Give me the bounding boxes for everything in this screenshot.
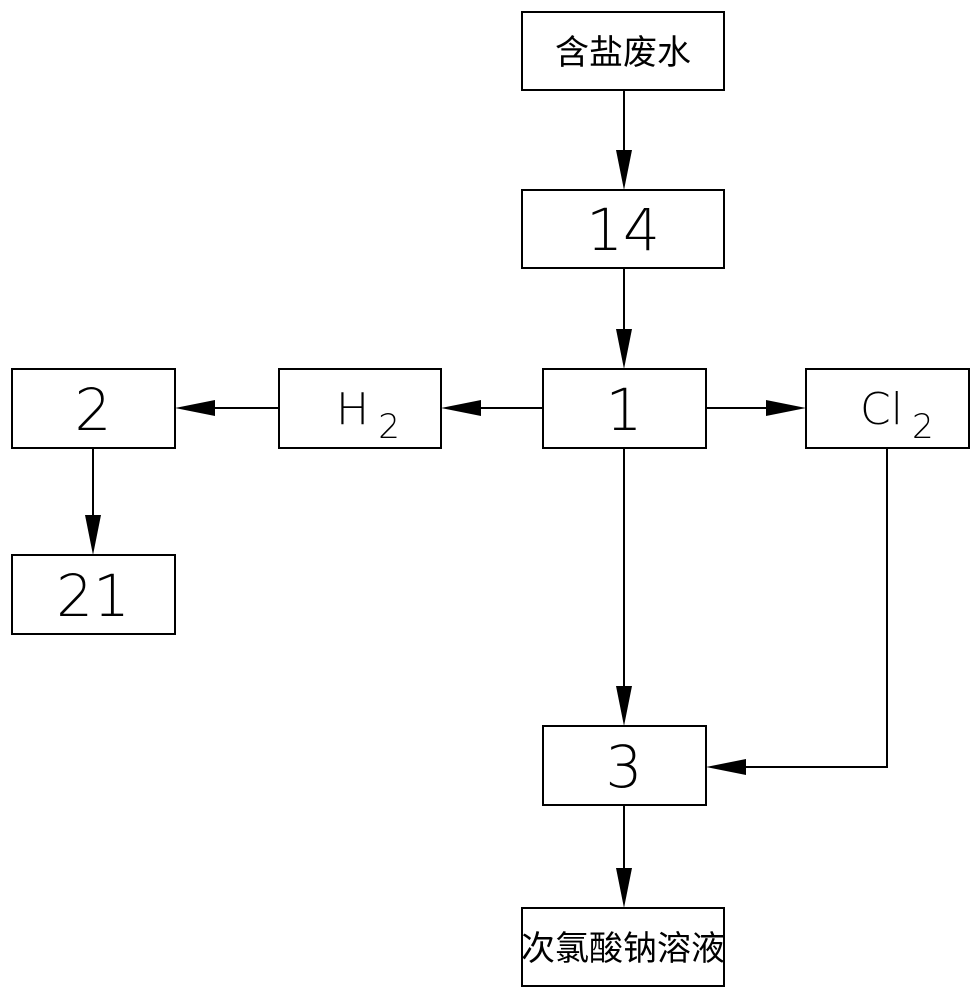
edge-2-to-21 (85, 448, 101, 555)
node-14-box (521, 189, 725, 269)
node-hypochlorite-label: 次氯酸钠溶液 (521, 929, 725, 969)
edge-cl2-to-3-line (746, 448, 888, 768)
arrow-left-icon (441, 400, 481, 416)
node-2: 2 (11, 368, 176, 449)
edge-1-to-h2 (441, 400, 543, 416)
node-h2-label: H 2 (336, 384, 400, 447)
edge-h2-to-2 (175, 400, 279, 416)
node-1-box (542, 368, 707, 449)
node-1-label: 1 (606, 376, 643, 444)
node-cl2-subscript: 2 (912, 407, 934, 447)
arrow-left-icon (706, 759, 746, 775)
arrow-down-icon (616, 868, 632, 908)
node-21: 21 (11, 554, 176, 635)
arrow-down-icon (616, 686, 632, 726)
arrow-down-icon (616, 150, 632, 190)
node-1: 1 (542, 368, 707, 449)
node-cl2-symbol: Cl (860, 384, 903, 435)
node-3-label: 3 (606, 733, 643, 801)
node-21-label: 21 (56, 562, 130, 630)
edge-3-to-hypochlorite (616, 805, 632, 908)
arrow-left-icon (175, 400, 215, 416)
node-h2-symbol: H (336, 384, 369, 435)
node-wastewater: 含盐废水 (521, 11, 725, 91)
edge-wastewater-to-14 (616, 90, 632, 190)
node-h2: H 2 (278, 368, 442, 449)
arrow-down-icon (616, 329, 632, 369)
node-3: 3 (542, 725, 707, 806)
node-21-box (11, 554, 176, 635)
node-wastewater-label: 含盐废水 (555, 33, 691, 73)
node-cl2: Cl 2 (805, 368, 970, 449)
node-wastewater-box (521, 11, 725, 91)
node-hypochlorite: 次氯酸钠溶液 (521, 907, 725, 987)
arrow-down-icon (85, 515, 101, 555)
node-3-box (542, 725, 707, 806)
arrow-right-icon (766, 400, 806, 416)
node-h2-box (278, 368, 442, 449)
node-hypochlorite-box (521, 907, 725, 987)
edge-14-to-1 (616, 268, 632, 369)
node-2-label: 2 (75, 376, 112, 444)
edge-1-to-cl2 (706, 400, 806, 416)
node-2-box (11, 368, 176, 449)
edge-1-to-3 (616, 448, 632, 726)
edge-cl2-to-3 (706, 448, 888, 775)
node-14: 14 (521, 189, 725, 269)
node-cl2-label: Cl 2 (860, 384, 934, 447)
node-h2-subscript: 2 (378, 407, 400, 447)
node-14-label: 14 (586, 196, 660, 264)
